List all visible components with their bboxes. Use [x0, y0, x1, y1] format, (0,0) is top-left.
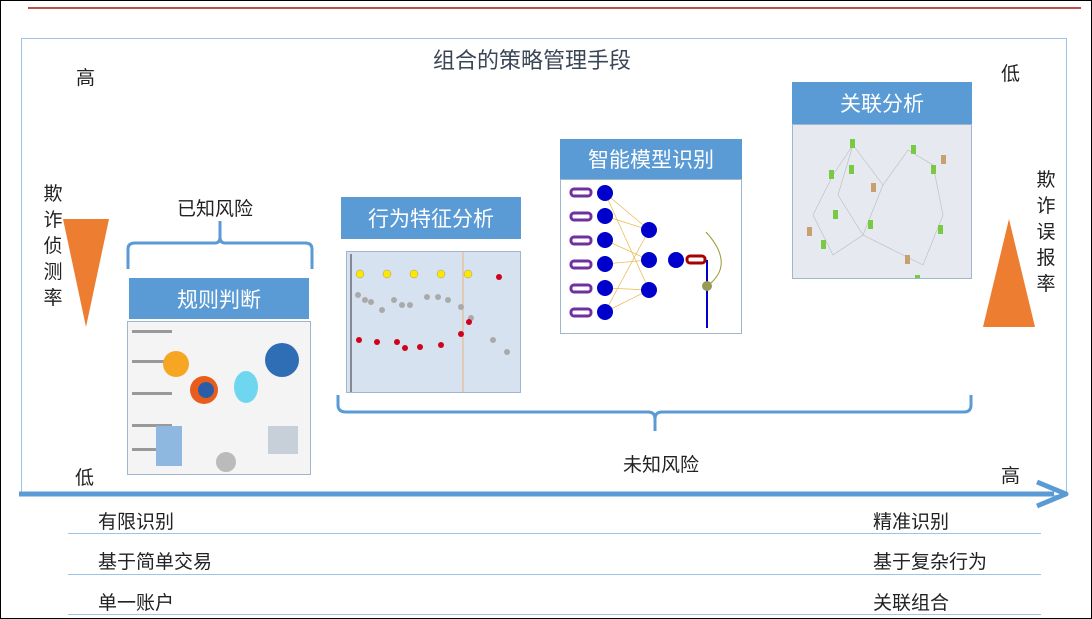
- neural-model-image: [560, 179, 742, 334]
- down-triangle-icon: [63, 219, 109, 327]
- right-low-label: 低: [1001, 63, 1021, 85]
- method-model-header: 智能模型识别: [560, 139, 742, 179]
- right-high-label: 高: [1001, 465, 1021, 487]
- known-risk-bracket: [126, 221, 314, 269]
- row-divider: [68, 614, 1041, 615]
- method-behavior-header: 行为特征分析: [341, 197, 521, 239]
- row-divider: [68, 574, 1041, 575]
- rule-image: [127, 321, 311, 475]
- association-graph-image: [792, 124, 972, 279]
- diagram-title: 组合的策略管理手段: [433, 49, 632, 74]
- left-high-label: 高: [76, 67, 96, 89]
- row-left-1: 有限识别: [98, 511, 175, 533]
- unknown-risk-bracket: [336, 395, 973, 431]
- top-rule: [28, 7, 1081, 9]
- behavior-image: [346, 251, 521, 393]
- up-triangle-icon: [983, 219, 1035, 327]
- known-risk-label: 已知风险: [177, 198, 254, 220]
- row-right-3: 关联组合: [873, 592, 950, 614]
- progress-arrow: [19, 479, 1069, 509]
- row-right-2: 基于复杂行为: [873, 551, 988, 573]
- row-right-1: 精准识别: [873, 511, 950, 533]
- row-left-2: 基于简单交易: [98, 551, 213, 573]
- false-positive-rate-label: 欺诈误报率: [1036, 169, 1056, 295]
- method-rule-header: 规则判断: [129, 278, 309, 319]
- row-left-3: 单一账户: [98, 592, 175, 614]
- unknown-risk-label: 未知风险: [623, 454, 700, 476]
- fraud-detection-rate-label: 欺诈侦测率: [43, 183, 63, 309]
- left-low-label: 低: [75, 467, 95, 489]
- method-association-header: 关联分析: [792, 82, 972, 124]
- row-divider: [68, 533, 1041, 534]
